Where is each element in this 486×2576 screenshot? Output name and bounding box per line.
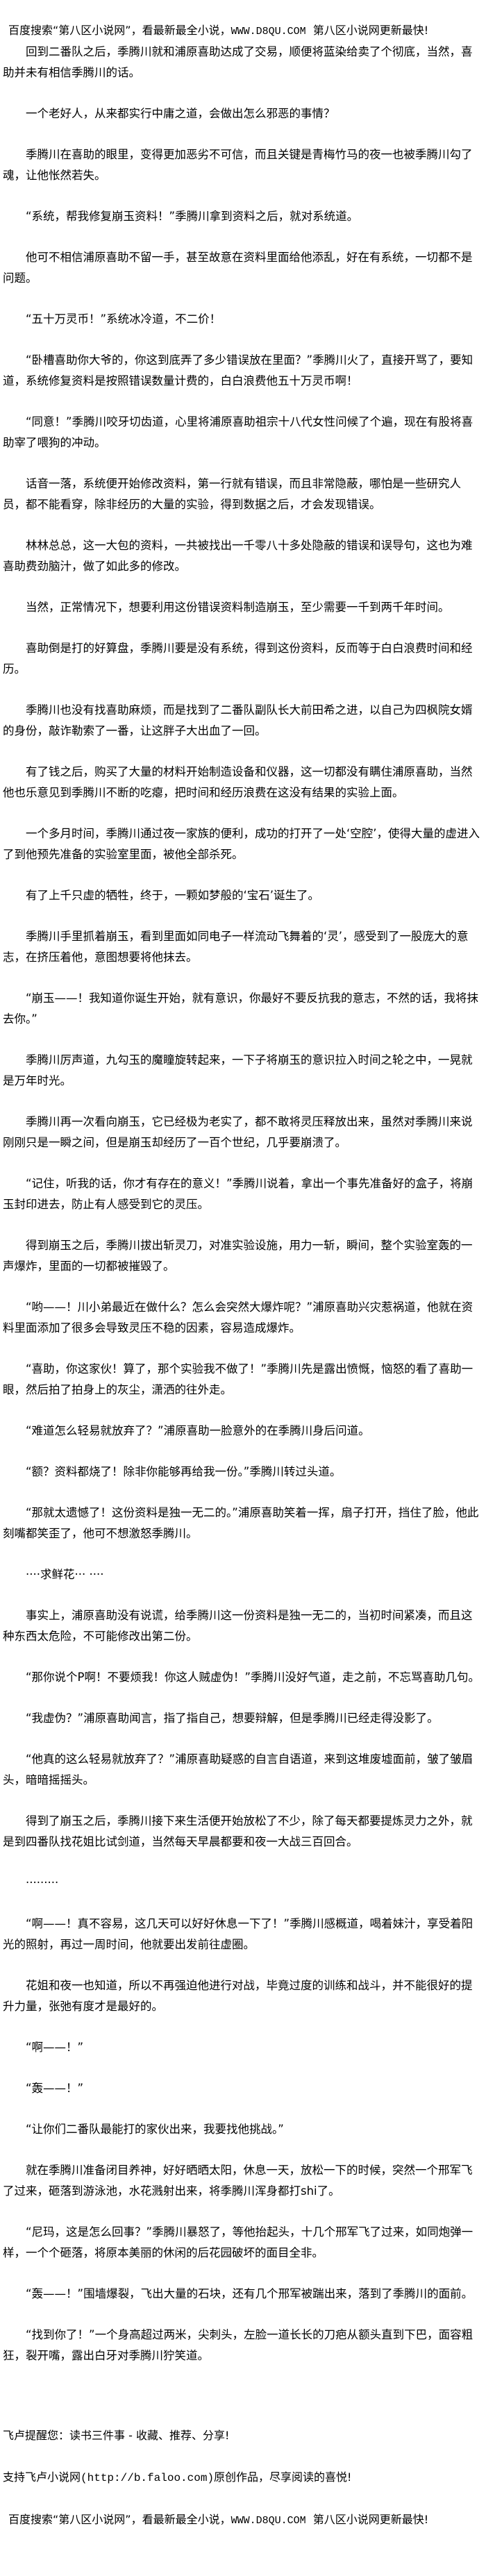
story-paragraph: 一个多月时间，季腾川通过夜一家族的便利，成功的打开了一处‘空腔’，使得大量的虚进… xyxy=(3,827,480,861)
story-paragraph: “他真的这么轻易就放弃了？”浦原喜助疑惑的自言自语道，来到这堆废墟面前，皱了皱眉… xyxy=(3,1753,474,1787)
support-prefix: 支持飞卢小说网 xyxy=(3,2470,81,2484)
story-paragraph: ········· xyxy=(26,1876,59,1889)
story-paragraph: 话音一落，系统便开始修改资料，第一行就有错误，而且非常隐蔽，哪怕是一些研究人员，… xyxy=(3,477,461,511)
top-promo-banner: 百度搜索“第八区小说网”，看最新最全小说，WWW.D8QU.COM 第八区小说网… xyxy=(3,21,482,42)
story-paragraph: “记住，听我的话，你才有存在的意义！”季腾川说着，拿出一个事先准备好的盒子，将崩… xyxy=(3,1177,474,1211)
story-paragraph: “卧槽喜助你大爷的，你这到底弄了多少错误放在里面？”季腾川火了，直接开骂了，要知… xyxy=(3,353,474,387)
story-paragraph: 回到二番队之后，季腾川就和浦原喜助达成了交易，顺便将蓝染给卖了个彻底，当然，喜助… xyxy=(3,45,473,79)
story-paragraph: 得到了崩玉之后，季腾川接下来生活便开始放松了不少，除了每天都要提炼灵力之外，就是… xyxy=(3,1814,473,1848)
story-paragraph: 得到崩玉之后，季腾川拔出斩灵刀，对准实验设施，用力一斩，瞬间，整个实验室轰的一声… xyxy=(3,1239,473,1273)
story-paragraph: 他可不相信浦原喜助不留一手，甚至故意在资料里面给他添乱，好在有系统，一切都不是问… xyxy=(3,251,473,285)
story-paragraph: 花姐和夜一也知道，所以不再强迫他进行对战，毕竟过度的训练和战斗，并不能很好的提升… xyxy=(3,1979,473,2013)
support-suffix: 原创作品，尽享阅读的喜悦! xyxy=(214,2470,352,2484)
story-paragraph: 季腾川再一次看向崩玉，它已经极为老实了，都不敢将灵压释放出来，虽然对季腾川来说刚… xyxy=(3,1115,473,1149)
story-paragraph: “哟——！川小弟最近在做什么？怎么会突然大爆炸呢？”浦原喜助兴灾惹祸道，他就在资… xyxy=(3,1300,474,1335)
story-paragraph: ····求鲜花··· ···· xyxy=(26,1568,104,1581)
banner-url-link[interactable]: WWW.D8QU.COM xyxy=(231,26,306,37)
faloo-link[interactable]: (http://b.faloo.com) xyxy=(81,2472,215,2484)
story-paragraph: 林林总总，这一大包的资料，一共被找出一千零八十多处隐蔽的错误和误导句，这也为难喜… xyxy=(3,539,473,573)
story-paragraph: 季腾川也没有找喜助麻烦，而是找到了二番队副队长大前田希之进，以自己为四枫院女婿的… xyxy=(3,703,473,737)
story-paragraph: “尼玛，这是怎么回事？”季腾川暴怒了，等他抬起头，十几个邢军飞了过来，如同炮弹一… xyxy=(3,2225,474,2259)
banner-suffix: 第八区小说网更新最快! xyxy=(305,2513,429,2526)
story-paragraph: “那你说个P啊！不要烦我！你这人贼虚伪！”季腾川没好气道，走之前，不忘骂喜助几句… xyxy=(26,1671,480,1684)
page-footer: 飞卢提醒您：读书三件事 - 收藏、推荐、分享! 支持飞卢小说网(http://b… xyxy=(3,2426,482,2531)
story-paragraph: “难道怎么轻易就放弃了？”浦原喜助一脸意外的在季腾川身后问道。 xyxy=(26,1424,370,1437)
footer-support: 支持飞卢小说网(http://b.faloo.com)原创作品，尽享阅读的喜悦! xyxy=(3,2468,482,2488)
banner-prefix: 百度搜索“第八区小说网”，看最新最全小说， xyxy=(8,2513,231,2526)
story-paragraph: “系统，帮我修复崩玉资料！”季腾川拿到资料之后，就对系统道。 xyxy=(26,210,359,223)
story-paragraph: 有了钱之后，购买了大量的材料开始制造设备和仪器，这一切都没有瞒住浦原喜助，当然他… xyxy=(3,765,473,799)
story-paragraph: 季腾川手里抓着崩玉，看到里面如同电子一样流动飞舞着的‘灵’，感受到了一股庞大的意… xyxy=(3,930,469,964)
story-paragraph: “啊——！真不容易，这几天可以好好休息一下了！”季腾川感概道，喝着妹汁，享受着阳… xyxy=(3,1917,474,1951)
story-paragraph: “同意！”季腾川咬牙切齿道，心里将浦原喜助祖宗十八代女性问候了个遍，现在有股将喜… xyxy=(3,415,474,449)
story-paragraph: “那就太遗憾了！这份资料是独一无二的。”浦原喜助笑着一挥，扇子打开，挡住了脸，他… xyxy=(3,1506,479,1540)
banner-prefix: 百度搜索“第八区小说网”，看最新最全小说， xyxy=(8,24,231,37)
story-paragraph: “轰——！”围墙爆裂，飞出大量的石块，还有几个邢军被踹出来，落到了季腾川的面前。 xyxy=(26,2287,474,2300)
story-paragraph: 就在季腾川准备闭目养神，好好晒晒太阳，休息一天，放松一下的时候，突然一个邢军飞了… xyxy=(3,2164,473,2198)
story-paragraph: “喜助，你这家伙！算了，那个实验我不做了！”季腾川先是露出愤慨，恼怒的看了喜助一… xyxy=(3,1362,474,1396)
story-paragraph: “五十万灵币！”系统冰冷道，不二价！ xyxy=(26,312,221,326)
story-paragraph: “我虚伪？”浦原喜助闻言，指了指自己，想要辩解，但是季腾川已经走得没影了。 xyxy=(26,1712,439,1725)
banner-url-link[interactable]: WWW.D8QU.COM xyxy=(231,2515,306,2527)
story-paragraph: “轰——！” xyxy=(26,2082,84,2095)
footer-reminder: 飞卢提醒您：读书三件事 - 收藏、推荐、分享! xyxy=(3,2429,230,2442)
banner-suffix: 第八区小说网更新最快! xyxy=(305,24,429,37)
story-paragraph: 一个老好人，从来都实行中庸之道，会做出怎么邪恶的事情？ xyxy=(26,107,335,120)
story-paragraph: 季腾川在喜助的眼里，变得更加恶劣不可信，而且关键是青梅竹马的夜一也被季腾川勾了魂… xyxy=(3,148,473,182)
story-paragraph: “啊——！” xyxy=(26,2041,84,2054)
story-paragraph: 当然，正常情况下，想要利用这份错误资料制造崩玉，至少需要一千到两千年时间。 xyxy=(26,601,450,614)
story-paragraph: 喜助倒是打的好算盘，季腾川要是没有系统，得到这份资料，反而等于白白浪费时间和经历… xyxy=(3,642,473,676)
story-paragraph: 事实上，浦原喜助没有说谎，给季腾川这一份资料是独一无二的，当初时间紧凑，而且这种… xyxy=(3,1609,473,1643)
chapter-content: 回到二番队之后，季腾川就和浦原喜助达成了交易，顺便将蓝染给卖了个彻底，当然，喜助… xyxy=(3,42,482,2366)
story-paragraph: “崩玉——！我知道你诞生开始，就有意识，你最好不要反抗我的意志，不然的话，我将抹… xyxy=(3,992,479,1026)
bottom-promo-banner: 百度搜索“第八区小说网”，看最新最全小说，WWW.D8QU.COM 第八区小说网… xyxy=(3,2510,482,2531)
story-paragraph: 有了上千只虚的牺牲，终于，一颗如梦般的‘宝石’诞生了。 xyxy=(26,889,319,902)
story-paragraph: “额？资料都烧了！除非你能够再给我一份。”季腾川转过头道。 xyxy=(26,1465,342,1478)
story-paragraph: “让你们二番队最能打的家伙出来，我要找他挑战。” xyxy=(26,2123,284,2136)
story-paragraph: 季腾川厉声道，九勾玉的魔瞳旋转起来，一下子将崩玉的意识拉入时间之轮之中，一晃就是… xyxy=(3,1053,473,1087)
story-paragraph: “找到你了！”一个身高超过两米，尖刺头，左脸一道长长的刀疤从额头直到下巴，面容粗… xyxy=(3,2328,474,2362)
